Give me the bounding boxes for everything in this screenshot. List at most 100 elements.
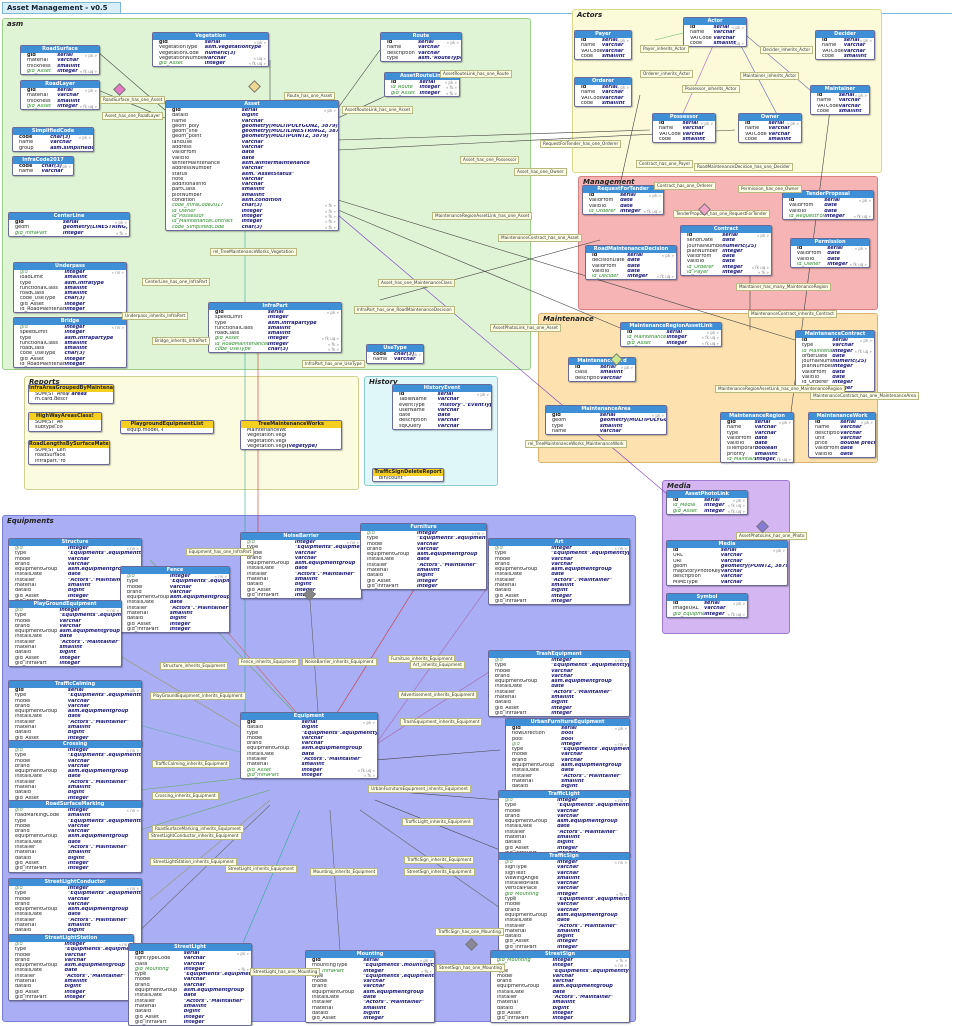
table-column-row[interactable]: type"Equipments".equipmenttype <box>241 545 361 550</box>
table-column-row[interactable]: installer"Actors"."Maintainer" <box>9 780 141 785</box>
rel-label[interactable]: StreetLightStation_inherits_Equipment <box>150 858 237 866</box>
table-column-row[interactable]: gid_Equipmentinteger« fk uq » <box>667 612 747 617</box>
table-column-row[interactable]: SUM(ST_Area(geom_poly))/ areas <box>29 392 113 397</box>
table-column-row[interactable]: type"Equipments".equipmenttype <box>9 891 141 896</box>
rel-label[interactable]: Permission_has_one_Owner <box>738 185 802 193</box>
rel-label[interactable]: TrashEquipment_inherits_Equipment <box>400 718 483 726</box>
rel-label[interactable]: Mounting_inherits_Equipment <box>310 868 379 876</box>
table-column-row[interactable]: type"Equipments".equipmenttype <box>9 693 141 698</box>
rel-label[interactable]: TrafficLight_inherits_Equipment <box>402 818 474 826</box>
view-highwayareasclass[interactable]: HighWayAreasClass!SUM(ST_Area(geom_poly)… <box>28 412 102 432</box>
table-column-row[interactable]: installer"Actors"."Maintainer" <box>491 995 629 1000</box>
table-column-row[interactable]: m.card.description <box>29 397 113 402</box>
table-column-row[interactable]: descriptionvarchar <box>569 376 635 381</box>
rel-label[interactable]: StreetLight_has_one_Mounting <box>250 968 321 976</box>
table-column-row[interactable]: installer"Actors"."Maintainer" <box>121 606 229 611</box>
table-column-row[interactable]: VATCodevarchar <box>811 104 869 109</box>
table-column-row[interactable]: SUM(ST_Length(the_geom))... <box>29 448 109 453</box>
table-column-row[interactable]: type"Equipments".equipmenttype <box>361 536 486 541</box>
